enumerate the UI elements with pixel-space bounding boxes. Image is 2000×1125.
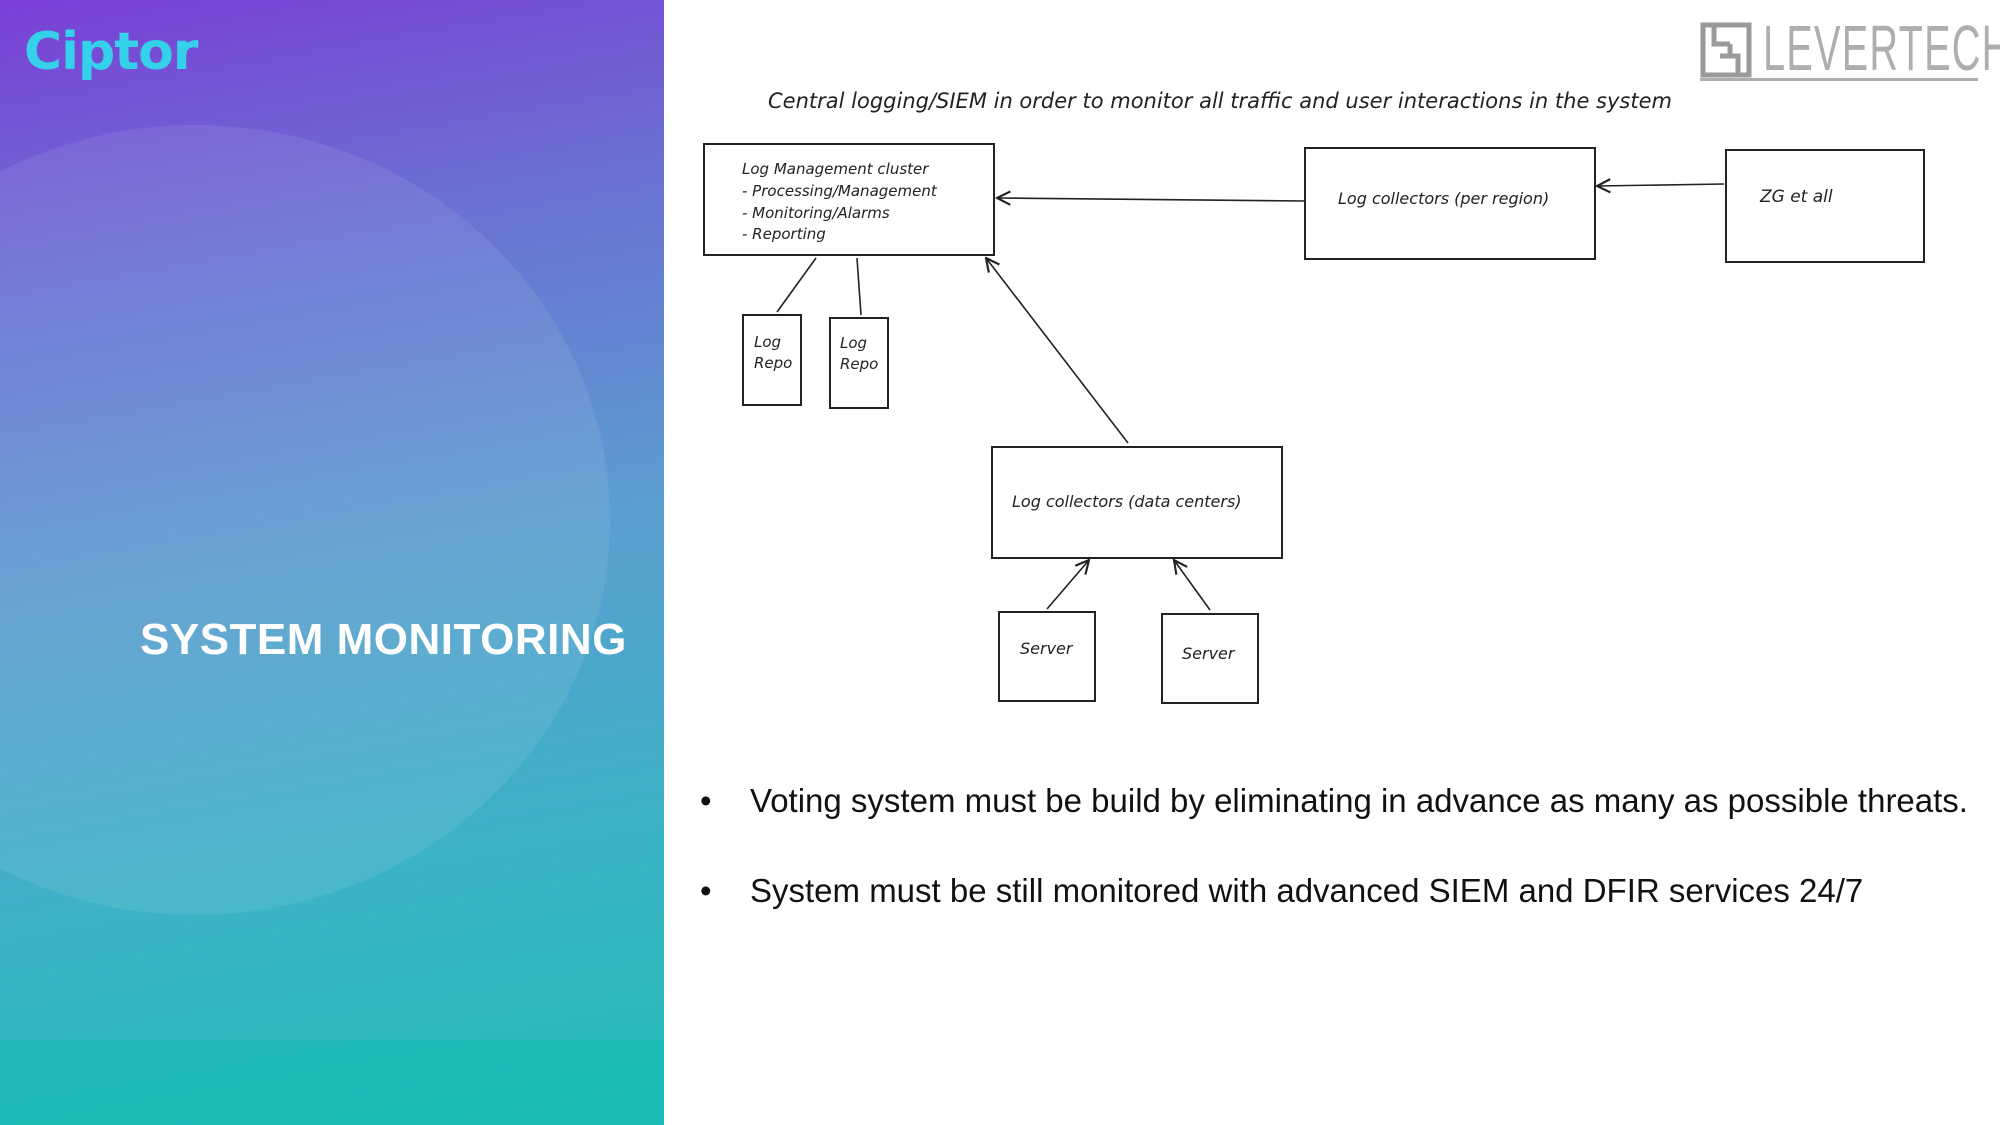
log-repo-node: Log Repo bbox=[829, 317, 889, 409]
partner-logo-mark-icon bbox=[1700, 22, 1752, 78]
decorative-circle bbox=[0, 125, 610, 915]
log-management-cluster-node: Log Management cluster - Processing/Mana… bbox=[703, 143, 995, 256]
decorative-footer-band bbox=[0, 1040, 664, 1125]
arrow-zg-to-collectors bbox=[1597, 184, 1725, 186]
server-node: Server bbox=[1161, 613, 1259, 704]
bullet-marker: • bbox=[700, 782, 712, 819]
arrow-datacenter-to-cluster bbox=[986, 258, 1129, 444]
server-node: Server bbox=[998, 611, 1096, 702]
left-panel: Ciptor SYSTEM MONITORING bbox=[0, 0, 664, 1125]
bullet-marker: • bbox=[700, 872, 712, 909]
log-repo-label: Repo bbox=[754, 354, 792, 372]
server-label: Server bbox=[1182, 644, 1236, 663]
link-cluster-to-repo bbox=[856, 257, 862, 316]
collectors-region-label: Log collectors (per region) bbox=[1338, 189, 1549, 208]
log-collectors-datacenter-node: Log collectors (data centers) bbox=[991, 446, 1283, 559]
log-repo-node: Log Repo bbox=[742, 314, 802, 406]
bullet-text: System must be still monitored with adva… bbox=[750, 872, 1864, 909]
partner-logo-underline bbox=[1700, 78, 1978, 81]
arrow-server-to-datacenter bbox=[1046, 560, 1089, 610]
bullet-item: • System must be still monitored with ad… bbox=[700, 868, 1980, 914]
collectors-datacenter-label: Log collectors (data centers) bbox=[1012, 492, 1242, 511]
cluster-item: - Monitoring/Alarms bbox=[742, 204, 890, 222]
zg-node: ZG et all bbox=[1725, 149, 1925, 263]
siem-architecture-diagram: Central logging/SIEM in order to monitor… bbox=[703, 89, 1925, 704]
zg-label: ZG et all bbox=[1759, 187, 1833, 207]
log-repo-label: Log bbox=[840, 334, 867, 352]
bullet-item: • Voting system must be build by elimina… bbox=[700, 778, 1980, 824]
brand-logo: Ciptor bbox=[24, 22, 198, 82]
diagram-title: Central logging/SIEM in order to monitor… bbox=[768, 89, 1672, 113]
cluster-item: - Reporting bbox=[742, 225, 826, 243]
server-label: Server bbox=[1020, 639, 1074, 658]
arrow-collectors-to-cluster bbox=[997, 198, 1305, 201]
arrow-server-to-datacenter bbox=[1174, 560, 1211, 611]
link-cluster-to-repo bbox=[776, 257, 817, 313]
log-repo-label: Repo bbox=[840, 355, 878, 373]
cluster-item: - Processing/Management bbox=[742, 182, 938, 200]
cluster-label: Log Management cluster bbox=[742, 160, 929, 178]
brand-logo-dot bbox=[185, 42, 191, 48]
partner-logo-wordmark: LEVERTECH bbox=[1763, 12, 2000, 84]
slide-title: SYSTEM MONITORING bbox=[140, 615, 627, 664]
log-repo-label: Log bbox=[754, 333, 781, 351]
bullet-list: • Voting system must be build by elimina… bbox=[700, 778, 1980, 958]
log-collectors-region-node: Log collectors (per region) bbox=[1304, 147, 1596, 260]
bullet-text: Voting system must be build by eliminati… bbox=[750, 782, 1968, 819]
